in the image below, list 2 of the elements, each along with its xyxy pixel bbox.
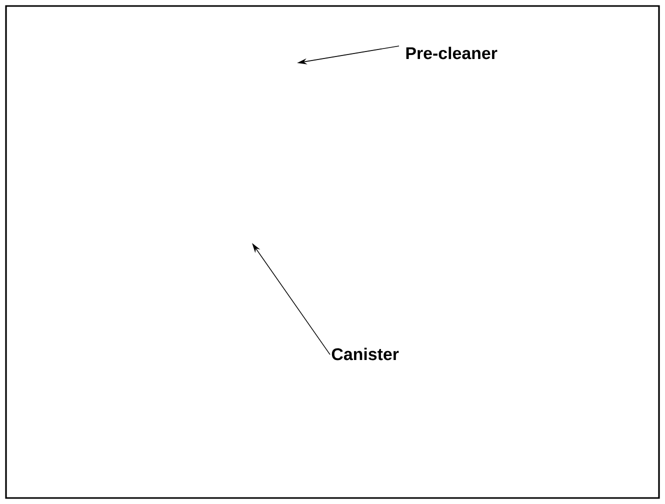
callout-label: Canister bbox=[332, 348, 399, 360]
callout-label: Pre-cleaner bbox=[406, 46, 498, 60]
